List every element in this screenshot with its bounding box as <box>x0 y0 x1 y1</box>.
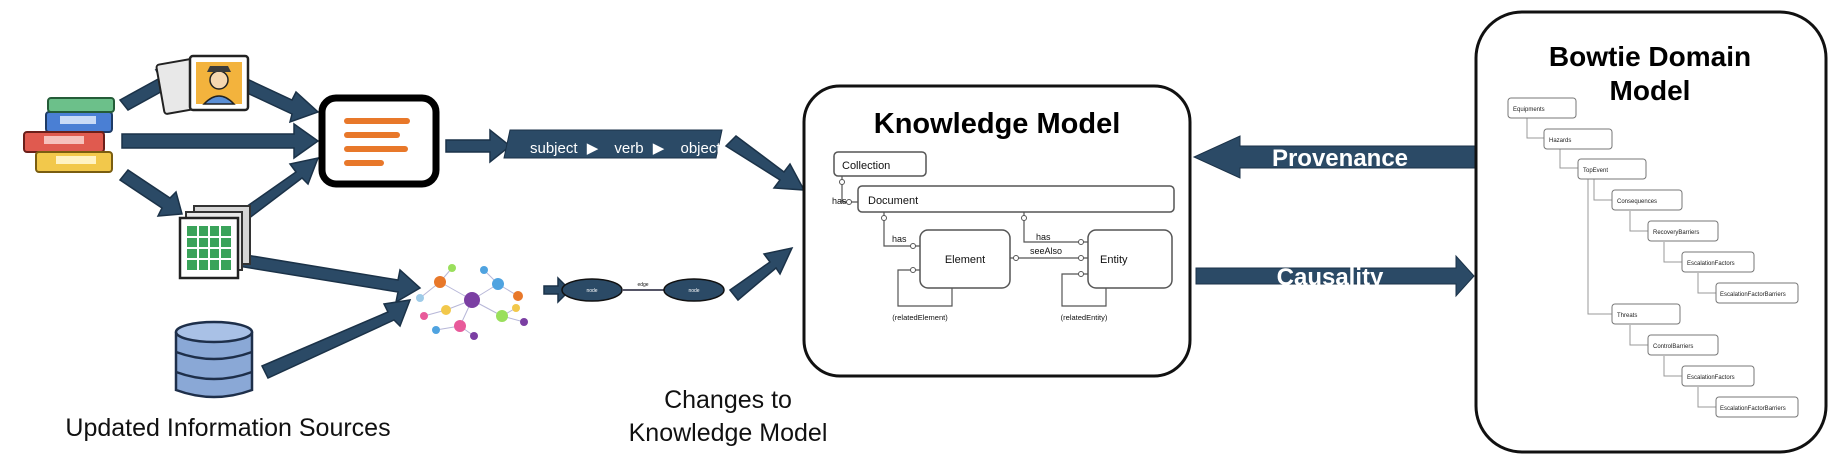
bowtie-node-hazards: Hazards <box>1543 128 1613 150</box>
triple-bar: subject ▶ verb ▶ object <box>503 129 723 159</box>
er-collection-label: Collection <box>842 160 890 172</box>
bowtie-node-threats: Threats <box>1611 303 1681 325</box>
bowtie-node-topevent: TopEvent <box>1577 158 1647 180</box>
arrow-sheet-to-graph <box>237 253 422 304</box>
er-rel-has-3: has <box>1036 232 1051 242</box>
node-edge-change: node edge node <box>561 278 725 302</box>
bowtie-title-line1: Bowtie Domain <box>1549 41 1751 72</box>
arrow-books-to-sheet <box>118 168 183 217</box>
causality-arrow: Causality <box>1195 254 1475 298</box>
arrow-graph-to-nodes <box>543 276 572 304</box>
arrow-triple-to-km <box>724 135 806 191</box>
triple-subject: subject <box>530 140 578 157</box>
knowledge-model-title: Knowledge Model <box>874 108 1121 140</box>
change-edge-label: edge <box>637 282 648 288</box>
triple-sep-1: ▶ <box>587 140 599 157</box>
bowtie-node-escalationfactors-2: EscalationFactors <box>1681 365 1755 387</box>
svg-text:Hazards: Hazards <box>1549 138 1571 144</box>
sources-caption: Updated Information Sources <box>65 414 390 442</box>
er-element <box>919 229 1011 289</box>
triple-sep-2: ▶ <box>653 140 665 157</box>
change-node-b <box>663 278 725 302</box>
svg-text:Consequences: Consequences <box>1617 199 1657 205</box>
svg-text:EscalationFactors: EscalationFactors <box>1687 375 1735 381</box>
triple-verb: verb <box>614 140 643 157</box>
svg-text:subject ▶ verb: subject ▶ verb ▶ object <box>530 140 721 157</box>
changes-caption-line1: Changes to <box>664 386 792 414</box>
er-document-label: Document <box>868 195 918 207</box>
changes-caption-line2: Knowledge Model <box>629 419 828 447</box>
arrow-sheet-to-doc <box>234 156 320 223</box>
svg-text:EscalationFactorBarriers: EscalationFactorBarriers <box>1720 292 1786 298</box>
svg-text:RecoveryBarriers: RecoveryBarriers <box>1653 230 1699 236</box>
arrow-nodes-to-km <box>728 246 794 302</box>
database-icon <box>174 320 254 399</box>
bowtie-node-escalationfactors-1: EscalationFactors <box>1681 251 1755 273</box>
provenance-arrow: Provenance <box>1192 135 1477 179</box>
causality-label: Causality <box>1277 264 1384 291</box>
arrow-books-to-doc <box>121 122 320 160</box>
er-rel-related-entity: (relatedEntity) <box>1061 313 1108 322</box>
provenance-label: Provenance <box>1272 145 1408 172</box>
photos-icon <box>155 54 250 115</box>
network-graph-icon <box>416 264 528 340</box>
change-node-b-label: node <box>688 288 699 294</box>
bowtie-node-escalationfactorbarriers-2: EscalationFactorBarriers <box>1715 396 1799 418</box>
bowtie-node-escalationfactorbarriers-1: EscalationFactorBarriers <box>1715 282 1799 304</box>
er-collection <box>833 151 927 177</box>
er-document <box>857 185 1175 213</box>
svg-text:Equipments: Equipments <box>1513 107 1545 113</box>
bowtie-node-controlbarriers: ControlBarriers <box>1647 334 1719 356</box>
svg-text:EscalationFactors: EscalationFactors <box>1687 261 1735 267</box>
er-rel-has-1: has <box>832 196 847 206</box>
change-node-a-label: node <box>586 288 597 294</box>
spreadsheet-icon <box>178 205 251 280</box>
svg-text:Threats: Threats <box>1617 313 1637 319</box>
document-lines-icon <box>318 94 440 188</box>
bowtie-node-recoverybarriers: RecoveryBarriers <box>1647 220 1719 242</box>
er-element-label: Element <box>945 254 985 266</box>
arrow-db-to-graph <box>260 299 412 379</box>
bowtie-panel: Bowtie Domain Model Equipments Hazards T… <box>1474 10 1828 454</box>
er-entity-label: Entity <box>1100 254 1128 266</box>
er-rel-has-2: has <box>892 234 907 244</box>
er-entity <box>1087 229 1173 289</box>
triple-object: object <box>681 140 722 157</box>
books-icon <box>23 97 115 173</box>
svg-text:EscalationFactorBarriers: EscalationFactorBarriers <box>1720 406 1786 412</box>
bowtie-title-line2: Model <box>1610 75 1691 106</box>
bowtie-node-consequences: Consequences <box>1611 189 1683 211</box>
bowtie-node-equipments: Equipments <box>1507 97 1577 119</box>
arrow-doc-to-triple <box>445 128 512 164</box>
knowledge-model-panel: Knowledge Model Collection Document Elem… <box>802 84 1192 378</box>
er-rel-related-element: (relatedElement) <box>892 313 948 322</box>
flow-arrows <box>118 69 806 379</box>
er-rel-seealso: seeAlso <box>1030 246 1062 256</box>
svg-text:TopEvent: TopEvent <box>1583 168 1608 174</box>
svg-text:ControlBarriers: ControlBarriers <box>1653 344 1693 350</box>
